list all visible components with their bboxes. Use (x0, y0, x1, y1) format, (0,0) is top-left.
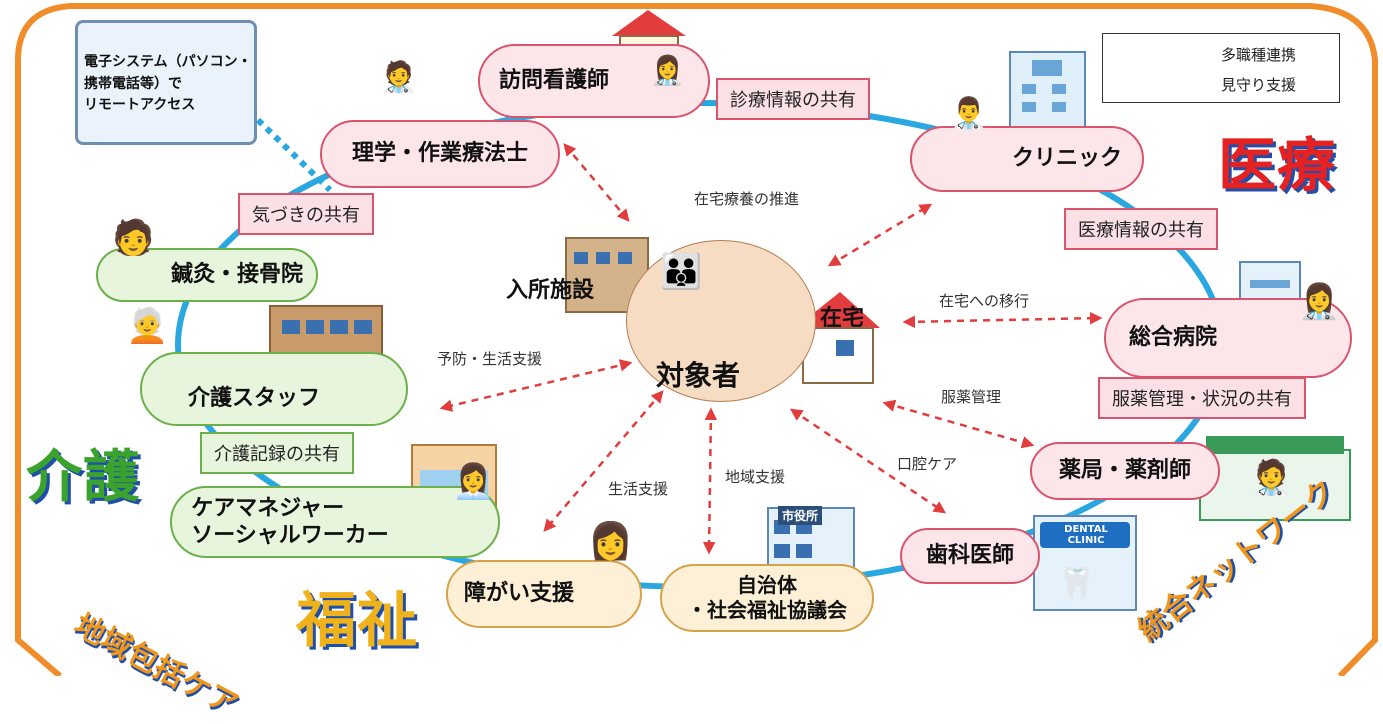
arrow-clinic (827, 203, 933, 267)
computer-monitor-icon (75, 20, 257, 145)
label-prevention: 予防・生活支援 (437, 350, 543, 368)
label-oral-care: 口腔ケア (897, 455, 958, 473)
legend: 多職種連携 見守り支援 (1102, 33, 1340, 103)
remote-access-line (255, 117, 333, 193)
node-disability-support: 障がい支援 (446, 560, 642, 628)
tag-medical-info-clinic: 診療情報の共有 (716, 78, 870, 120)
label-home-care: 在宅療養の推進 (694, 190, 800, 208)
pharmacy-building-icon (1199, 436, 1351, 521)
node-care-staff: 介護スタッフ (140, 352, 408, 426)
arrow-disability (543, 390, 664, 532)
center-disc (626, 240, 816, 402)
arrow-hospital (902, 311, 1103, 329)
node-clinic: クリニック (910, 126, 1144, 192)
target-person-label: 対象者 (656, 359, 741, 392)
tag-care-record: 介護記録の共有 (200, 432, 354, 474)
label-living-support: 生活支援 (608, 480, 669, 498)
network-diagram: 多職種連携 見守り支援 電子システム（パソコン・ 携帯電話等）で リモートアクセ… (15, 2, 1378, 723)
outer-frame (15, 2, 1378, 676)
arrow-ptot (563, 143, 630, 222)
remote-access-text: 電子システム（パソコン・ 携帯電話等）で リモートアクセス (84, 54, 252, 114)
category-care: 介護 (26, 445, 140, 510)
social-worker-icon: 👩‍💼 (452, 462, 495, 502)
family-group-icon: 👪 (660, 252, 703, 292)
city-hall-sign: 市役所 (778, 506, 823, 525)
tag-awareness: 気づきの共有 (238, 193, 374, 235)
dental-clinic-sign: DENTAL CLINIC (1064, 524, 1108, 546)
label-to-home: 在宅への移行 (939, 292, 1030, 310)
tag-medication-share: 服薬管理・状況の共有 (1098, 377, 1306, 419)
node-visiting-nurse: 訪問看護師 (478, 44, 710, 118)
node-dentist: 歯科医師 (900, 528, 1040, 584)
doctor-icon: 👨‍⚕️ (950, 96, 988, 131)
tag-medical-info: 医療情報の共有 (1064, 208, 1218, 250)
support-arrows (439, 143, 1103, 555)
node-pharmacy: 薬局・薬剤師 (1030, 442, 1220, 500)
caregiver-icon: 🧑‍🦳 (126, 306, 169, 346)
label-medication-mgmt: 服薬管理 (941, 388, 1002, 406)
node-acupuncture: 鍼灸・接骨院 (96, 248, 318, 302)
node-municipality: 自治体 ・社会福祉協議会 (660, 564, 874, 632)
therapist-icon: 🧑‍⚕️ (380, 60, 418, 95)
home-label: 在宅 (820, 306, 865, 331)
legend-collab-label: 多職種連携 (1221, 46, 1297, 64)
dental-clinic-building-icon (1033, 515, 1137, 611)
arrow-municipality (702, 407, 718, 555)
label-community-support: 地域支援 (725, 468, 786, 486)
hospital-staff-icon: 👩‍⚕️ (1298, 282, 1341, 322)
dentist-icon: 🦷 (1058, 566, 1096, 601)
support-worker-icon: 👩 (588, 521, 633, 562)
nurse-icon: 👩‍⚕️ (650, 54, 685, 87)
acupuncturist-icon: 🧑 (112, 218, 155, 258)
pharmacist-icon: 🧑‍⚕️ (1250, 458, 1293, 498)
arrow-dentist (789, 408, 947, 514)
node-general-hospital: 総合病院 (1104, 298, 1352, 378)
node-pt-ot: 理学・作業療法士 (320, 120, 560, 188)
arrow-care-staff (439, 359, 633, 412)
node-care-manager: ケアマネジャー ソーシャルワーカー (170, 486, 500, 558)
category-welfare: 福祉 (296, 586, 418, 656)
facility-label: 入所施設 (506, 278, 595, 303)
category-medical: 医療 (1218, 131, 1337, 199)
legend-support-label: 見守り支援 (1221, 76, 1297, 94)
home-house-icon (795, 292, 880, 384)
arrow-pharmacy (882, 399, 1035, 449)
